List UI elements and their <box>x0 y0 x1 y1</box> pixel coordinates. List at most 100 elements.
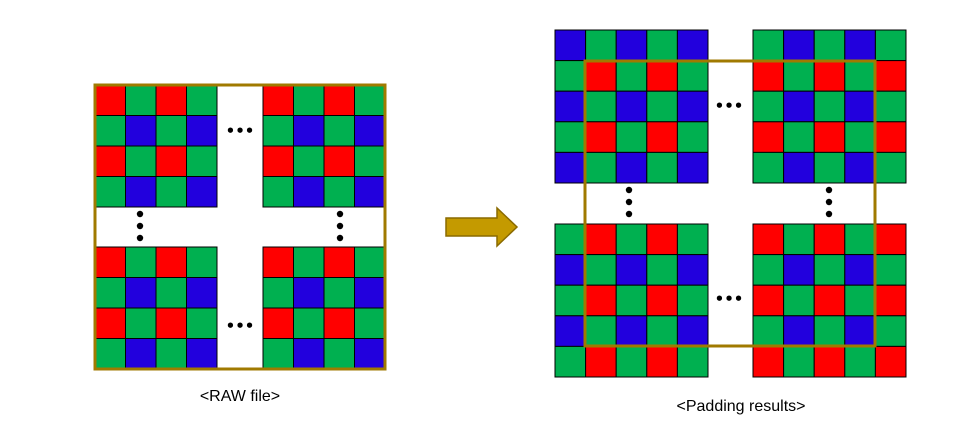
bayer-cell <box>813 29 846 62</box>
bayer-cell <box>646 60 678 92</box>
bayer-cell <box>262 277 294 309</box>
padded-block-top-right <box>752 29 907 184</box>
bayer-cell <box>94 176 126 208</box>
bayer-cell <box>94 246 126 278</box>
bayer-cell <box>155 338 187 370</box>
bayer-cell <box>186 115 218 147</box>
bayer-cell <box>585 151 617 184</box>
bayer-cell <box>783 315 815 347</box>
bayer-cell <box>813 151 846 184</box>
bayer-cell <box>585 60 617 92</box>
raw-block-bottom-right <box>262 246 386 370</box>
padded-bayer-blocks <box>554 29 907 378</box>
padding-caption: <Padding results> <box>677 398 806 415</box>
bayer-cell <box>585 254 617 286</box>
bayer-cell <box>155 176 187 208</box>
bayer-cell <box>615 345 648 378</box>
bayer-cell <box>646 223 678 256</box>
bayer-cell <box>752 223 785 256</box>
bayer-cell <box>783 29 815 62</box>
original-image-boundary <box>583 59 877 348</box>
bayer-cell <box>94 277 126 309</box>
padded-vertical-ellipsis-left <box>625 186 633 218</box>
bayer-cell <box>155 277 187 309</box>
bayer-cell <box>186 277 218 309</box>
bayer-cell <box>844 60 876 92</box>
padded-block-bottom-left <box>554 223 709 378</box>
bayer-cell <box>844 151 876 184</box>
raw-ellipses: ••• ••• <box>136 122 344 335</box>
bayer-cell <box>646 315 678 347</box>
bayer-cell <box>293 115 325 147</box>
bayer-cell <box>323 145 355 177</box>
raw-block-bottom-left <box>94 246 218 370</box>
bayer-cell <box>155 115 187 147</box>
bayer-cell <box>323 84 355 116</box>
bayer-cell <box>125 115 157 147</box>
bayer-cell <box>155 246 187 278</box>
bayer-cell <box>293 176 325 208</box>
bayer-cell <box>752 151 785 184</box>
bayer-cell <box>585 29 617 62</box>
bayer-cell <box>783 254 815 286</box>
bayer-cell <box>752 121 785 153</box>
bayer-cell <box>125 176 157 208</box>
bayer-cell <box>844 90 876 123</box>
bayer-cell <box>354 145 386 177</box>
bayer-cell <box>354 338 386 370</box>
bayer-cell <box>783 284 815 317</box>
bayer-cell <box>262 176 294 208</box>
bayer-cell <box>323 176 355 208</box>
bayer-cell <box>186 307 218 339</box>
bayer-cell <box>323 307 355 339</box>
bayer-cell <box>125 246 157 278</box>
bayer-cell <box>844 223 876 256</box>
bayer-cell <box>813 345 846 378</box>
bayer-cell <box>615 315 648 347</box>
bayer-cell <box>646 151 678 184</box>
bayer-cell <box>554 284 587 317</box>
bayer-cell <box>554 315 587 347</box>
bayer-cell <box>262 338 294 370</box>
bayer-cell <box>585 223 617 256</box>
bayer-cell <box>323 277 355 309</box>
bayer-cell <box>125 84 157 116</box>
bayer-cell <box>844 121 876 153</box>
bayer-cell <box>323 338 355 370</box>
bayer-cell <box>615 223 648 256</box>
bayer-cell <box>293 338 325 370</box>
bayer-cell <box>813 121 846 153</box>
bayer-cell <box>94 145 126 177</box>
bayer-cell <box>262 307 294 339</box>
bayer-cell <box>125 277 157 309</box>
bayer-cell <box>354 277 386 309</box>
bayer-cell <box>354 176 386 208</box>
bayer-cell <box>354 246 386 278</box>
bayer-cell <box>874 60 907 92</box>
bayer-cell <box>293 307 325 339</box>
bayer-cell <box>676 254 709 286</box>
bayer-cell <box>262 246 294 278</box>
bayer-cell <box>813 254 846 286</box>
padding-results-figure: ••• ••• <Padding results> <box>554 29 907 415</box>
bayer-cell <box>354 84 386 116</box>
padded-ellipsis-top: ••• <box>715 97 744 115</box>
bayer-cell <box>186 145 218 177</box>
bayer-cell <box>646 90 678 123</box>
bayer-cell <box>186 246 218 278</box>
bayer-cell <box>752 315 785 347</box>
bayer-cell <box>783 121 815 153</box>
bayer-cell <box>585 315 617 347</box>
right-arrow-icon <box>445 206 519 248</box>
bayer-cell <box>874 121 907 153</box>
bayer-cell <box>585 90 617 123</box>
bayer-cell <box>813 90 846 123</box>
bayer-cell <box>554 60 587 92</box>
bayer-cell <box>813 223 846 256</box>
padded-vertical-ellipsis-right <box>825 186 833 218</box>
raw-file-figure: ••• ••• <RAW file> <box>93 83 387 405</box>
bayer-cell <box>676 29 709 62</box>
bayer-cell <box>844 29 876 62</box>
bayer-cell <box>585 121 617 153</box>
bayer-cell <box>844 254 876 286</box>
